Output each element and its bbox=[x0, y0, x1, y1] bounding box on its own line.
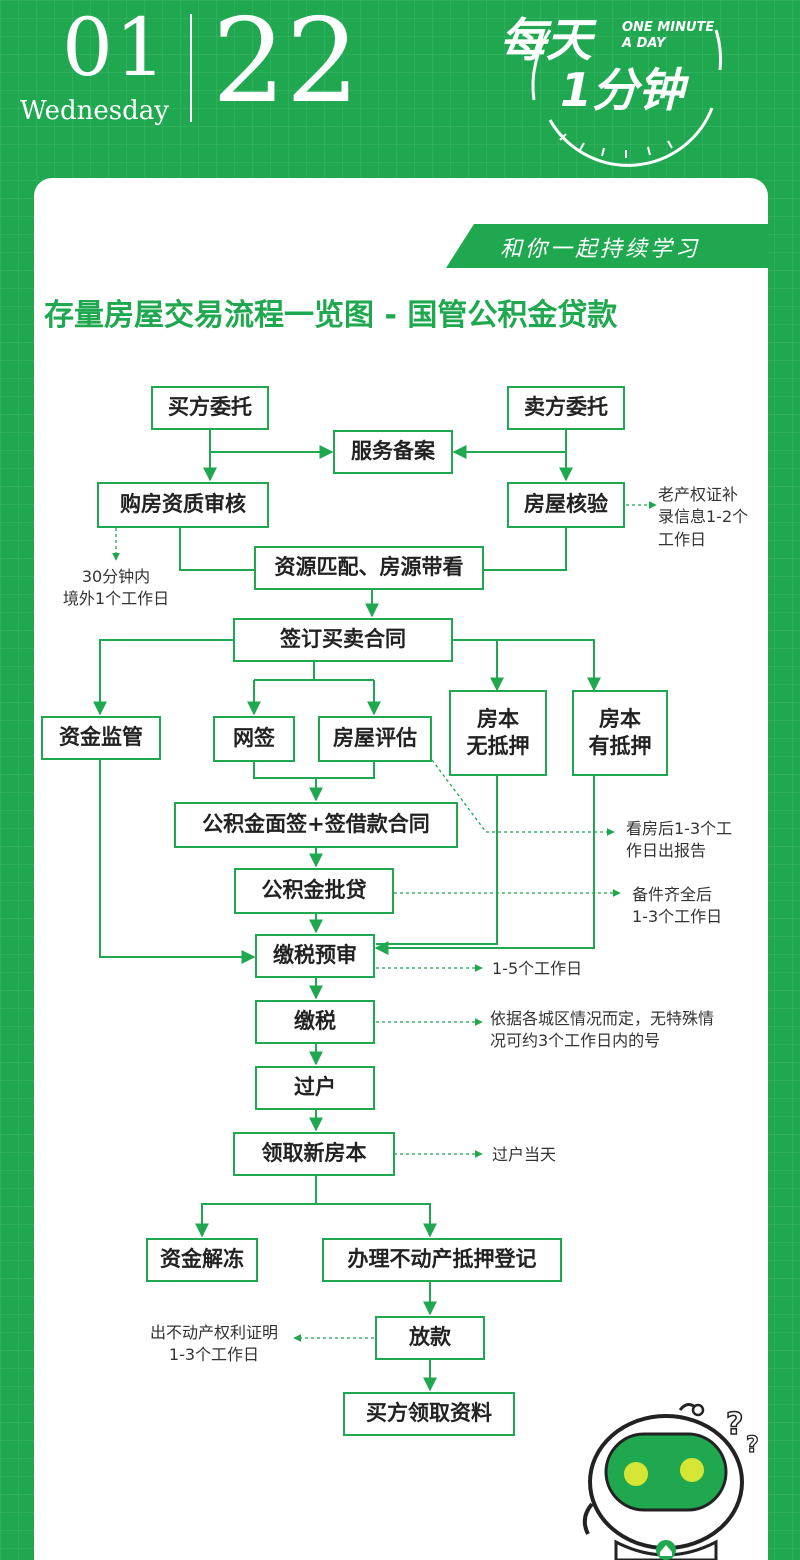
node-tax-precheck: 缴税预审 bbox=[255, 934, 375, 978]
logo-english-line2: A DAY bbox=[622, 36, 666, 51]
robot-mascot-icon: ? ? bbox=[582, 1403, 759, 1560]
node-house-verification: 房屋核验 bbox=[507, 482, 625, 528]
node-service-filing: 服务备案 bbox=[333, 430, 453, 474]
logo-ring-icon bbox=[531, 29, 723, 167]
node-matching: 资源匹配、房源带看 bbox=[254, 546, 484, 590]
node-buyer-entrust: 买方委托 bbox=[151, 386, 269, 430]
slogan-text: 和你一起持续学习 bbox=[500, 237, 701, 262]
note-appraisal-report: 看房后1-3个工作日出报告 bbox=[626, 819, 733, 861]
date-day: 22 bbox=[212, 0, 360, 129]
slogan-banner bbox=[446, 224, 768, 268]
node-seller-entrust: 卖方委托 bbox=[507, 386, 625, 430]
node-buyer-documents: 买方领取资料 bbox=[343, 1392, 515, 1436]
note-precheck-time: 1-5个工作日 bbox=[492, 959, 583, 978]
node-pay-tax: 缴税 bbox=[255, 1000, 375, 1044]
note-qualification-time: 30分钟内境外1个工作日 bbox=[62, 567, 170, 609]
node-fund-interview: 公积金面签+签借款合同 bbox=[174, 802, 458, 848]
node-loan-release: 放款 bbox=[375, 1316, 485, 1360]
node-mortgage: 房本有抵押 bbox=[572, 690, 668, 776]
node-fund-unfreeze: 资金解冻 bbox=[146, 1238, 258, 1282]
node-fund-supervision: 资金监管 bbox=[41, 716, 161, 760]
node-online-sign: 网签 bbox=[213, 716, 295, 762]
date-weekday: Wednesday bbox=[20, 96, 169, 126]
page-title: 存量房屋交易流程一览图 - 国管公积金贷款 bbox=[44, 298, 618, 333]
note-tax-time: 依据各城区情况而定，无特殊情况可约3个工作日内的号 bbox=[490, 1009, 715, 1051]
node-no-mortgage: 房本无抵押 bbox=[449, 690, 547, 776]
note-old-certificate: 老产权证补录信息1-2个工作日 bbox=[658, 485, 749, 549]
svg-text:?: ? bbox=[726, 1407, 743, 1442]
logo-english-line1: ONE MINUTE bbox=[622, 20, 715, 35]
node-sign-contract: 签订买卖合同 bbox=[233, 618, 453, 662]
node-transfer: 过户 bbox=[255, 1066, 375, 1110]
note-transfer-day: 过户当天 bbox=[492, 1145, 557, 1164]
date-month: 01 bbox=[62, 1, 168, 94]
node-appraisal: 房屋评估 bbox=[318, 716, 432, 762]
node-fund-approval: 公积金批贷 bbox=[234, 868, 394, 914]
logo-main-text: 每天 bbox=[500, 13, 592, 67]
node-mortgage-registration: 办理不动产抵押登记 bbox=[322, 1238, 562, 1282]
date-separator bbox=[190, 14, 192, 122]
node-new-certificate: 领取新房本 bbox=[233, 1132, 395, 1176]
svg-text:?: ? bbox=[746, 1433, 759, 1458]
logo-sub-text: 1分钟 bbox=[560, 63, 685, 117]
node-buyer-qualification: 购房资质审核 bbox=[97, 482, 269, 528]
